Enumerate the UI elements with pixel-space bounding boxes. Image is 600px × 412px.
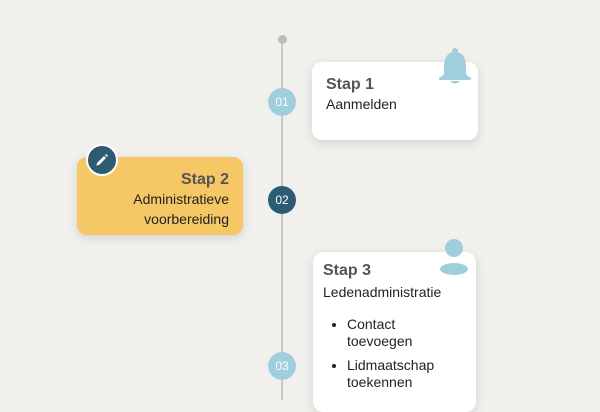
step-marker-2: 02 <box>268 186 296 214</box>
list-item-line1: Contact <box>347 316 396 332</box>
step-title: Stap 3 <box>323 262 372 279</box>
timeline-start-dot <box>278 35 287 44</box>
step-item-list: Contact toevoegen Lidmaatschap toekennen <box>323 316 466 391</box>
step-subtitle-line1: Administratieve <box>133 191 229 207</box>
bell-icon <box>438 46 472 86</box>
list-item-line2: toekennen <box>347 374 413 390</box>
step-marker-3: 03 <box>268 352 296 380</box>
list-item: Lidmaatschap toekennen <box>347 357 466 391</box>
list-item: Contact toevoegen <box>347 316 466 350</box>
timeline-line <box>281 40 283 400</box>
step-subtitle-line2: voorbereiding <box>144 211 229 227</box>
step-marker-1: 01 <box>268 88 296 116</box>
step-title: Stap 1 <box>326 76 375 93</box>
step-title: Stap 2 <box>180 171 229 188</box>
pencil-icon <box>86 144 118 176</box>
step-subtitle: Ledenadministratie <box>323 284 442 300</box>
step-subtitle: Aanmelden <box>326 96 397 112</box>
list-item-line2: toevoegen <box>347 333 413 349</box>
step-card-3[interactable]: Stap 3 Ledenadministratie Contact toevoe… <box>313 252 476 412</box>
user-icon <box>438 238 470 276</box>
list-item-line1: Lidmaatschap <box>347 357 435 373</box>
